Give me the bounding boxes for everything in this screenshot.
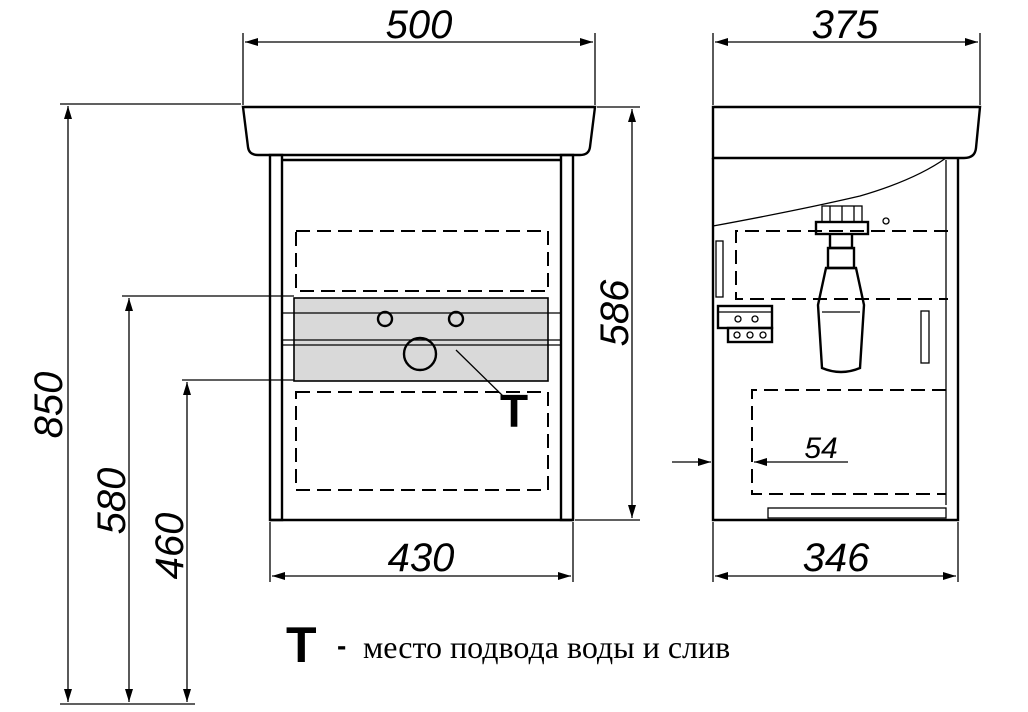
dim-height-drain: 460 — [148, 513, 192, 580]
side-lower-drawer — [751, 389, 946, 495]
dim-width-bottom: 430 — [388, 536, 455, 580]
dim-depth-bottom: 346 — [803, 536, 870, 580]
dim-height-total: 850 — [27, 372, 71, 439]
front-view: T 500 430 586 850 580 460 — [27, 3, 640, 705]
front-right-post — [559, 153, 575, 522]
front-supply-marker: T — [500, 385, 528, 437]
legend: T - место подвода воды и слив — [286, 617, 730, 673]
side-upper-drawer — [735, 230, 948, 300]
front-inlet-hole-left — [376, 310, 394, 328]
dim-width-top: 500 — [386, 3, 453, 47]
front-upper-drawer — [295, 230, 549, 292]
legend-text: место подвода воды и слив — [363, 629, 730, 665]
dim-depth-top: 375 — [812, 3, 879, 47]
front-drain-hole — [402, 336, 438, 372]
dim-height-cabinet: 586 — [593, 279, 637, 346]
front-inlet-hole-right — [447, 310, 465, 328]
dim-height-inlet: 580 — [90, 468, 134, 535]
side-view: 375 346 54 — [672, 3, 982, 582]
front-basin — [241, 105, 597, 157]
side-cabinet — [711, 158, 960, 522]
front-lower-drawer — [295, 391, 549, 491]
front-left-post — [268, 153, 284, 522]
side-plinth — [767, 507, 947, 519]
siphon — [814, 205, 890, 374]
legend-dash: - — [337, 630, 346, 661]
side-basin — [711, 105, 982, 160]
dim-offset: 54 — [804, 432, 837, 465]
inlet-fitting — [716, 304, 774, 344]
legend-symbol: T — [286, 617, 317, 673]
